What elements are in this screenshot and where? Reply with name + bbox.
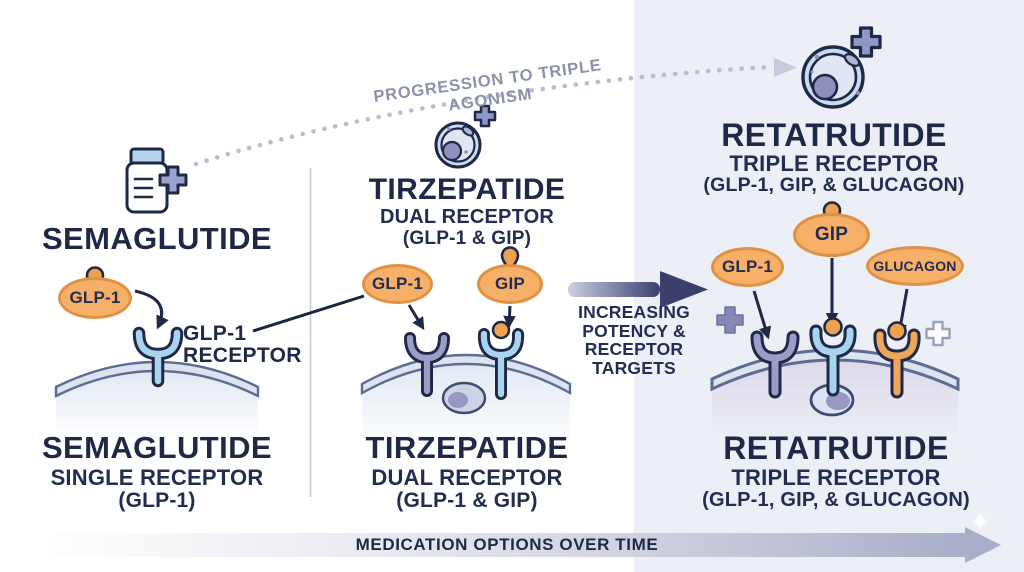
retatrutide-subtitle: TRIPLE RECEPTOR bbox=[729, 151, 939, 176]
tirzepatide-detail: (GLP-1 & GIP) bbox=[402, 228, 532, 249]
sparkle-icon: ✦ bbox=[970, 509, 991, 536]
tirzepatide-title: TIRZEPATIDE bbox=[368, 173, 566, 206]
retatrutide-footer-subtitle: TRIPLE RECEPTOR bbox=[731, 465, 941, 490]
binding-arrow-icon bbox=[134, 289, 169, 330]
timeline-label: MEDICATION OPTIONS OVER TIME bbox=[355, 535, 659, 554]
glp1-receptor-label: GLP-1 RECEPTOR bbox=[183, 322, 302, 367]
gip-ligand-pill: GIP bbox=[477, 264, 543, 304]
tirzepatide-footer-detail: (GLP-1 & GIP) bbox=[396, 489, 538, 512]
timeline-arrowhead-icon bbox=[965, 527, 1001, 563]
binding-arrow-icon bbox=[407, 304, 425, 331]
glp1-ligand-pill: GLP-1 bbox=[362, 264, 433, 304]
gip-ligand-pill: GIP bbox=[793, 213, 870, 257]
glp1-receptor-icon bbox=[750, 330, 800, 399]
glucagon-receptor-icon bbox=[873, 321, 921, 399]
glp1-ligand-pill: GLP-1 bbox=[58, 277, 132, 319]
increasing-potency-label: INCREASING POTENCY & RECEPTOR TARGETS bbox=[578, 302, 690, 378]
retatrutide-title: RETATRUTIDE bbox=[721, 117, 947, 153]
cell-membrane-tirzepatide bbox=[360, 353, 572, 447]
vial-icon bbox=[125, 147, 169, 214]
semaglutide-title: SEMAGLUTIDE bbox=[41, 221, 272, 256]
binding-arrow-icon bbox=[752, 290, 772, 340]
increasing-potency-arrow-icon bbox=[568, 271, 708, 308]
tirzepatide-subtitle: DUAL RECEPTOR bbox=[379, 206, 555, 228]
semaglutide-footer-title: SEMAGLUTIDE bbox=[41, 430, 272, 465]
glp1-ligand-pill: GLP-1 bbox=[711, 247, 784, 287]
tirzepatide-footer-title: TIRZEPATIDE bbox=[365, 430, 569, 465]
nucleolus-icon bbox=[448, 392, 468, 408]
semaglutide-footer-subtitle: SINGLE RECEPTOR bbox=[50, 465, 264, 490]
gip-receptor-icon bbox=[477, 320, 525, 400]
retatrutide-footer-title: RETATRUTIDE bbox=[723, 430, 949, 466]
plus-icon bbox=[716, 306, 744, 334]
nucleolus-icon bbox=[826, 392, 850, 410]
receptor-connector-line bbox=[252, 294, 365, 333]
glp1-receptor-icon bbox=[132, 326, 184, 388]
cell-membrane-semaglutide bbox=[54, 360, 260, 442]
retatrutide-footer-detail: (GLP-1, GIP, & GLUCAGON) bbox=[702, 489, 970, 511]
plus-icon bbox=[850, 26, 882, 58]
glucagon-ligand-pill: GLUCAGON bbox=[866, 246, 964, 286]
gip-receptor-icon bbox=[809, 317, 857, 397]
tirzepatide-footer-subtitle: DUAL RECEPTOR bbox=[371, 465, 563, 490]
progression-arrow-icon bbox=[193, 58, 797, 167]
semaglutide-footer-detail: (GLP-1) bbox=[118, 489, 196, 512]
glp1-receptor-icon bbox=[404, 332, 450, 397]
cell-icon bbox=[801, 45, 865, 109]
plus-icon bbox=[158, 165, 188, 195]
timeline-bar: MEDICATION OPTIONS OVER TIME bbox=[47, 533, 967, 557]
plus-icon bbox=[473, 104, 497, 128]
binding-arrow-icon bbox=[503, 305, 516, 329]
plus-outline-icon bbox=[925, 320, 951, 347]
cell-icon bbox=[434, 121, 482, 169]
retatrutide-detail: (GLP-1, GIP, & GLUCAGON) bbox=[703, 174, 965, 196]
